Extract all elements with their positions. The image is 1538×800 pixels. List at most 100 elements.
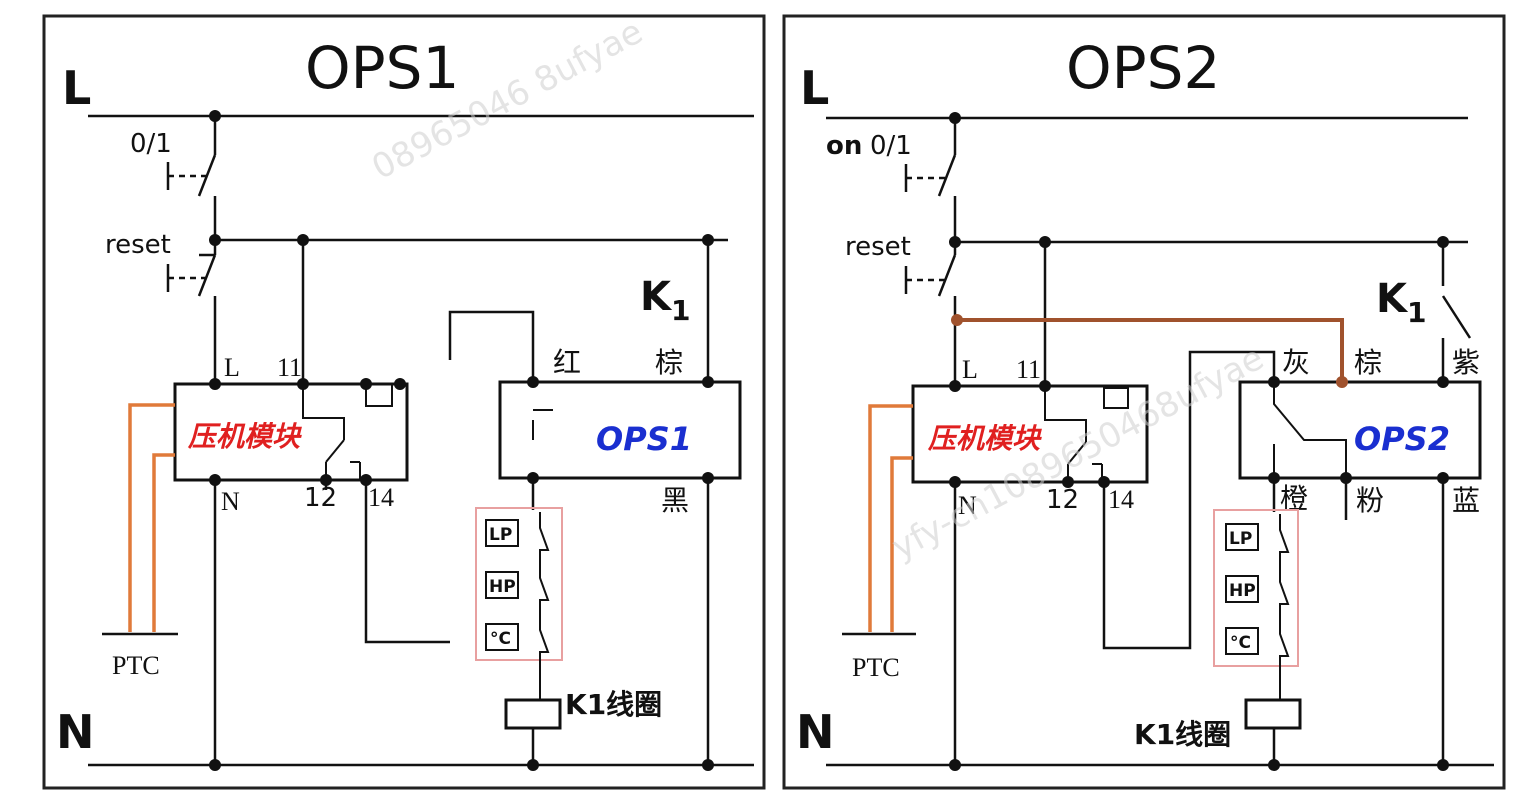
module-contact bbox=[1067, 441, 1087, 465]
relay-label-sub: 1 bbox=[1407, 296, 1426, 329]
junction-dot bbox=[209, 234, 221, 246]
module-pin-l: L bbox=[962, 355, 978, 384]
junction-dot bbox=[209, 110, 221, 122]
junction-dot bbox=[1268, 759, 1280, 771]
wire-red bbox=[448, 310, 535, 382]
ops1-box bbox=[498, 380, 742, 480]
temp-switch-box bbox=[1225, 627, 1259, 655]
panel-frame bbox=[782, 14, 1506, 790]
lp-switch-label: LP bbox=[489, 525, 512, 545]
switch-chain bbox=[1279, 514, 1290, 700]
junction-dot bbox=[949, 112, 961, 124]
junction-dot bbox=[1268, 472, 1280, 484]
power-on-label: on bbox=[826, 131, 862, 161]
power-switch-contact bbox=[197, 154, 217, 197]
panel-ops2: OPS2 L N on 0/1 reset K1 压机模块 L 11 N 12 … bbox=[782, 14, 1506, 790]
module-internal-wire bbox=[302, 384, 345, 440]
line-label: L bbox=[62, 61, 91, 115]
hp-switch-label: HP bbox=[1229, 581, 1256, 601]
module-pin-14: 14 bbox=[1108, 485, 1134, 514]
junction-dot bbox=[1098, 476, 1110, 488]
switch-chain bbox=[539, 512, 550, 700]
bridge-junction bbox=[951, 314, 963, 326]
junction-dot bbox=[702, 234, 714, 246]
panel-title: OPS1 bbox=[305, 34, 459, 102]
hp-switch-box bbox=[1225, 575, 1259, 603]
junction-dot bbox=[1062, 476, 1074, 488]
module-pin-12: 12 bbox=[304, 483, 337, 513]
module-internal-wire bbox=[1044, 386, 1087, 442]
temp-switch-label: °C bbox=[490, 629, 511, 649]
ops2-box bbox=[1238, 380, 1482, 480]
wire-label-purple: 紫 bbox=[1452, 346, 1480, 379]
wire-label-pink: 粉 bbox=[1356, 484, 1384, 517]
junction-dot bbox=[209, 474, 221, 486]
ops2-internal-contact bbox=[1273, 382, 1347, 478]
junction-dot bbox=[527, 759, 539, 771]
junction-dot bbox=[1268, 376, 1280, 388]
temp-switch-label: °C bbox=[1230, 633, 1251, 653]
junction-dot bbox=[949, 380, 961, 392]
ptc-wire-1 bbox=[128, 403, 175, 632]
wire-label-black: 黑 bbox=[661, 484, 689, 517]
junction-dot bbox=[209, 378, 221, 390]
junction-dot bbox=[394, 378, 406, 390]
power-switch-label: 0/1 bbox=[870, 131, 912, 161]
junction-dot bbox=[360, 474, 372, 486]
power-switch-contact bbox=[937, 154, 957, 197]
junction-dot bbox=[1039, 380, 1051, 392]
module-pin-14: 14 bbox=[368, 483, 394, 512]
junction-dot bbox=[1437, 472, 1449, 484]
junction-dot bbox=[949, 759, 961, 771]
ptc-wire-2 bbox=[152, 453, 175, 632]
junction-dot bbox=[320, 474, 332, 486]
junction-dot bbox=[702, 472, 714, 484]
reset-switch-contact bbox=[197, 254, 217, 297]
wire-label-brown: 棕 bbox=[655, 346, 683, 379]
module-pin-n: N bbox=[958, 491, 977, 520]
ptc-wire-1 bbox=[868, 404, 913, 632]
bridge-junction bbox=[1336, 376, 1348, 388]
reset-label: reset bbox=[105, 230, 171, 260]
junction-dot bbox=[297, 234, 309, 246]
lp-switch-box bbox=[1225, 523, 1259, 551]
k1-contact bbox=[1441, 295, 1472, 339]
hp-switch-label: HP bbox=[489, 577, 516, 597]
ptc-label: PTC bbox=[852, 653, 900, 682]
junction-dot bbox=[527, 376, 539, 388]
module-relay-symbol bbox=[365, 383, 393, 407]
module-pin-l: L bbox=[224, 353, 240, 382]
compressor-module bbox=[173, 382, 409, 482]
neutral-label: N bbox=[796, 705, 835, 759]
ops2-label: OPS2 bbox=[1354, 420, 1450, 458]
wire-label-brown: 棕 bbox=[1354, 346, 1382, 379]
module-contact bbox=[325, 439, 345, 463]
bridge-wire bbox=[957, 318, 1344, 382]
coil-symbol bbox=[1244, 698, 1302, 730]
ptc-wire-2 bbox=[890, 456, 913, 632]
compressor-module bbox=[911, 384, 1149, 484]
junction-dot bbox=[1340, 472, 1352, 484]
junction-dot bbox=[702, 376, 714, 388]
panel-ops1: OPS1 L N 0/1 reset K1 压机模块 L 11 N 12 14 bbox=[42, 14, 766, 790]
line-label: L bbox=[800, 61, 829, 115]
temp-switch-box bbox=[485, 623, 519, 651]
neutral-label: N bbox=[56, 705, 95, 759]
wire-label-blue: 蓝 bbox=[1452, 484, 1480, 517]
ptc-label: PTC bbox=[112, 651, 160, 680]
junction-dot bbox=[1039, 236, 1051, 248]
relay-label: K1 bbox=[1376, 276, 1426, 329]
module-pin-n: N bbox=[221, 487, 240, 516]
wire-label-red: 红 bbox=[553, 346, 581, 379]
junction-dot bbox=[702, 759, 714, 771]
compressor-module-label: 压机模块 bbox=[187, 420, 302, 453]
switch-group-frame bbox=[1213, 509, 1299, 667]
wire-label-gray: 灰 bbox=[1282, 346, 1310, 379]
panel-frame bbox=[42, 14, 766, 790]
switch-group-frame bbox=[475, 507, 563, 661]
junction-dot bbox=[949, 476, 961, 488]
module-pin-12: 12 bbox=[1046, 485, 1079, 515]
relay-label-k: K bbox=[1376, 276, 1409, 322]
lp-switch-box bbox=[485, 519, 519, 547]
junction-dot bbox=[1437, 376, 1449, 388]
